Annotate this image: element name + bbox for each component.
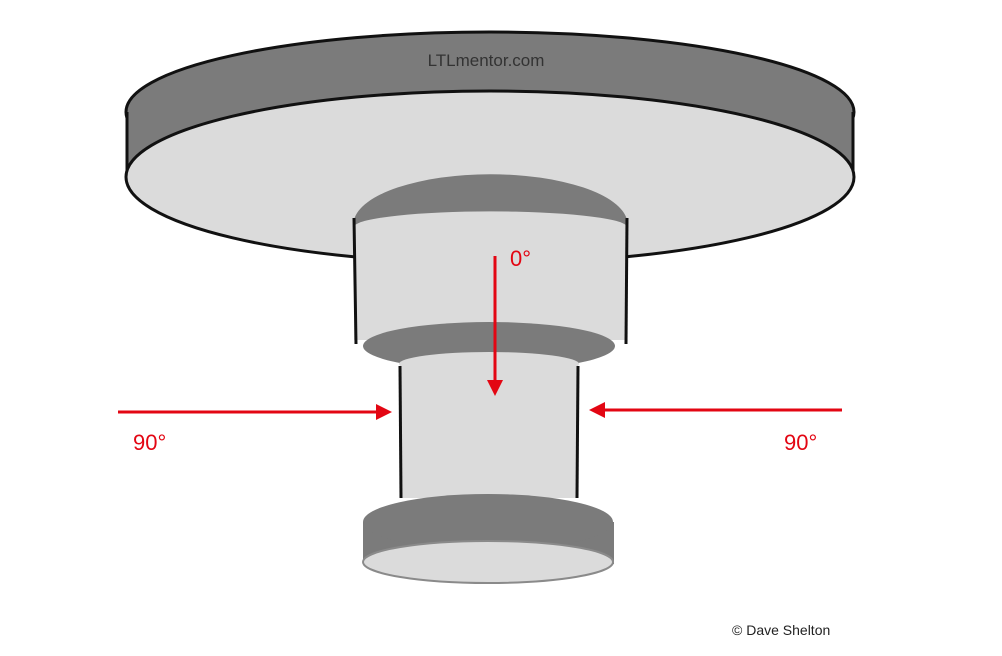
lower-cylinder-body	[400, 364, 578, 498]
angle-label-right: 90°	[784, 430, 817, 455]
arrow-right-head	[589, 402, 605, 418]
bottom-flange-top	[363, 494, 613, 550]
arrow-0-head	[487, 380, 503, 396]
arrow-left-head	[376, 404, 392, 420]
upper-cylinder-body	[354, 200, 627, 340]
lower-cylinder	[398, 364, 580, 499]
copyright-text: © Dave Shelton	[732, 622, 830, 638]
site-label: LTLmentor.com	[428, 51, 545, 70]
bottom-flange-face	[362, 540, 614, 584]
angle-label-left: 90°	[133, 430, 166, 455]
load-arrows: 0° 90° 90°	[118, 246, 842, 455]
bottom-flange	[362, 494, 614, 584]
upper-cylinder	[352, 174, 629, 345]
upper-cylinder-shadow	[354, 174, 627, 226]
top-plate: LTLmentor.com	[124, 30, 856, 265]
angle-label-top: 0°	[510, 246, 531, 271]
